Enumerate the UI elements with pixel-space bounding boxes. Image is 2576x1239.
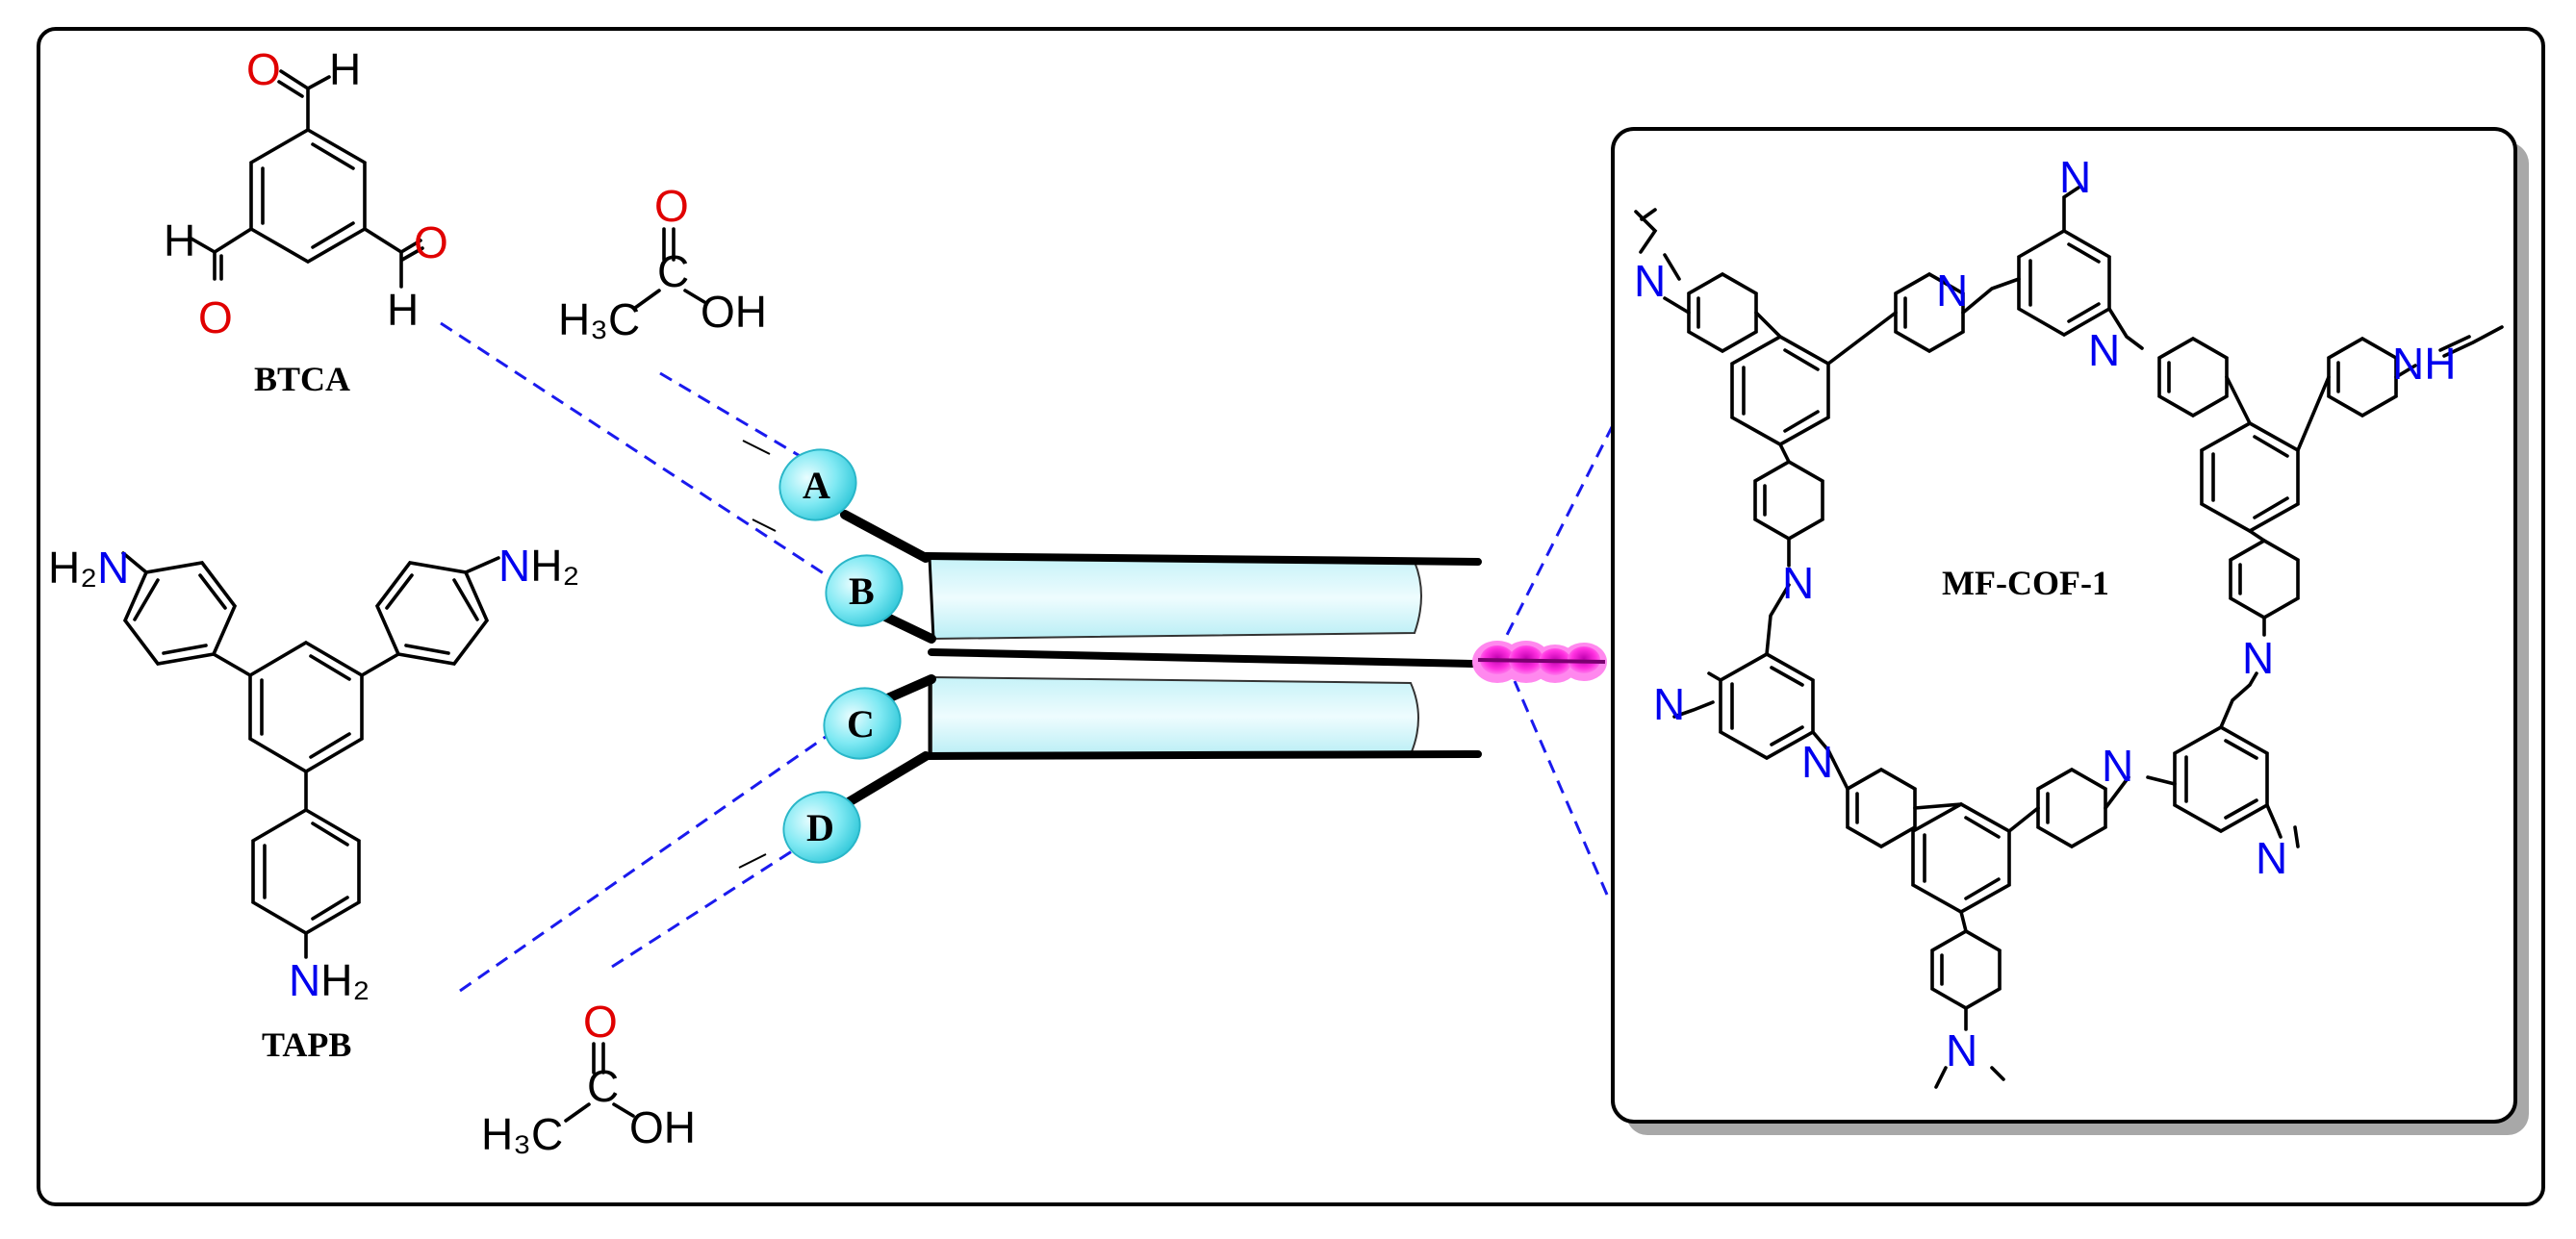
core-ring-bottom-right [2173,724,2269,834]
n-top: N [2059,152,2091,202]
btca-o-top: O [246,44,281,94]
n-left-mid: N [1782,558,1814,608]
btca-o-right: O [414,217,448,267]
tapb-nh2-bottom: NH₂ [289,955,370,1005]
n-bottom-right: N [2256,833,2287,883]
btca-molecule: O H O H H O BTCA [164,44,448,398]
btca-h-right: H [387,285,419,335]
acetic-top-h3c: H₃C [558,294,640,344]
n-right-mid: N [2242,633,2274,683]
channel-top [928,556,1422,641]
btca-o-left: O [198,292,233,342]
nitrogen-labels: N N N N NH N N N N N N N [1634,152,2456,1075]
inlet-d: D [782,791,861,864]
acetic-bottom-oh: OH [629,1102,696,1152]
inlet-a: A [778,448,857,521]
tapb-nh2-right: NH₂ [498,541,579,591]
product-inset [1611,127,2517,1124]
acetic-bottom-h3c: H₃C [481,1109,563,1159]
outlet-droplets [1472,641,1607,683]
inlet-b-label: B [849,569,875,613]
inlet-c-label: C [847,702,875,746]
n-left-low: N [1653,679,1685,729]
tapb-h2n-left: H₂N [48,543,129,593]
acetic-top-o: O [654,181,689,231]
acetic-acid-bottom: O C H₃C OH [481,997,696,1159]
inlet-c: C [823,687,902,760]
inlet-a-label: A [803,464,830,507]
tapb-molecule: H₂N NH₂ NH₂ TAPB [48,541,579,1064]
btca-h-left: H [164,215,195,266]
product-name: MF-COF-1 [1942,564,2109,602]
core-ring-top-center [2017,228,2111,338]
n-bottom: N [1946,1025,1977,1075]
microfluidic-chip [840,510,1482,808]
tapb-name: TAPB [262,1025,351,1064]
outer-frame [37,27,2545,1206]
acetic-top-c: C [657,246,689,296]
dashed-connectors [440,321,1615,993]
linker-bonds [1634,186,2504,1089]
n-right-low: N [2102,741,2133,791]
channel-bottom [931,675,1419,758]
n-center-right: N [2088,325,2120,375]
btca-h-top: H [329,44,361,94]
nh-right: NH [2392,339,2456,389]
n-center-low: N [1801,737,1833,787]
inlet-d-label: D [806,806,834,849]
acetic-top-oh: OH [701,287,767,337]
n-left-top: N [1634,256,1666,306]
btca-name: BTCA [254,360,350,398]
mf-cof-1-structure: N N N N NH N N N N N N N MF-COF-1 [1634,152,2504,1089]
acetic-acid-top: O C H₃C OH [558,181,767,344]
acetic-bottom-c: C [587,1061,619,1111]
inlet-b: B [825,554,904,627]
n-center-left: N [1936,266,1968,316]
acetic-bottom-o: O [583,997,618,1047]
